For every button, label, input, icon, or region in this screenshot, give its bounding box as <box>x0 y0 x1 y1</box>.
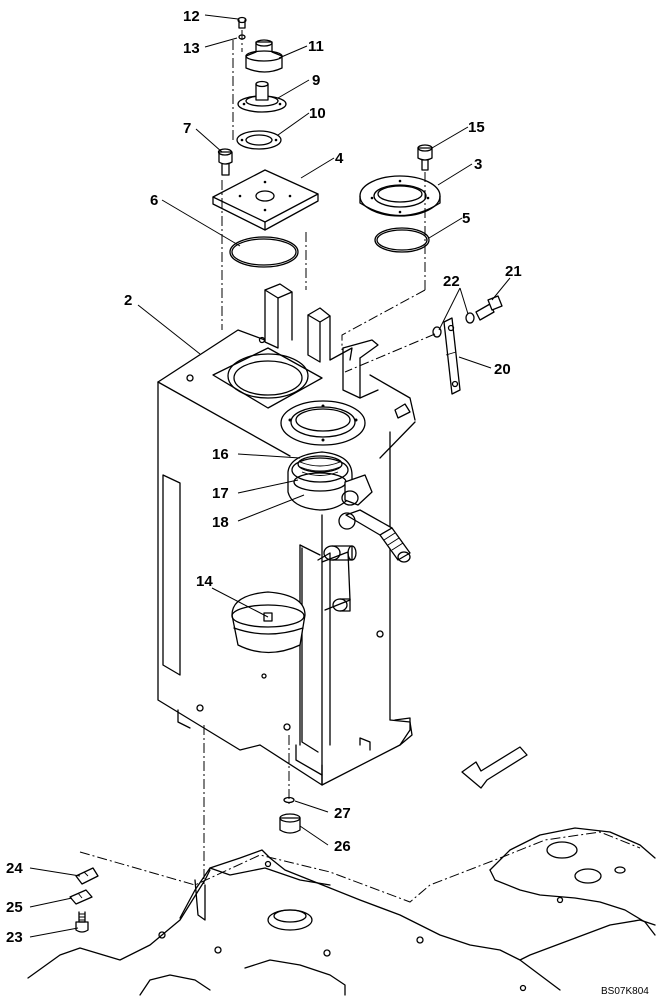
upper-frame-base <box>27 827 656 996</box>
tank-port-fittings <box>321 545 357 612</box>
part-24-shim <box>75 867 99 885</box>
float-strainer <box>231 591 306 654</box>
part-15-bolt <box>417 144 433 171</box>
part-12-bolt <box>237 16 247 29</box>
label-23b: 23 <box>6 929 23 946</box>
label-6b: 6 <box>150 192 158 209</box>
drawing-code: BS07K804 <box>601 986 649 997</box>
leader-lines <box>29 14 511 938</box>
hydraulic-tank-body <box>157 329 416 786</box>
part-27-washer <box>283 796 295 804</box>
part-9-flange-adapter <box>237 80 287 113</box>
part-26-drain-plug <box>279 813 301 834</box>
label-4: 4 <box>335 150 344 167</box>
label-10: 10 <box>309 105 326 122</box>
label-9: 9 <box>312 72 320 89</box>
strainer-assembly <box>287 451 373 511</box>
label-13: 13 <box>183 40 200 57</box>
suction-hose-fitting <box>338 509 411 563</box>
label-27: 27 <box>334 805 351 822</box>
part-21-bolt <box>475 295 503 321</box>
label-25: 25 <box>6 899 23 916</box>
part-labels: 12 13 11 9 10 7 15 4 3 6 5 22 21 2 20 16… <box>6 8 649 997</box>
part-23-bolt <box>75 911 89 933</box>
label-11: 11 <box>308 38 324 55</box>
part-7-bolt <box>217 148 233 176</box>
part-3-flange <box>359 175 441 217</box>
part-20-bracket <box>443 317 461 395</box>
front-direction-arrow <box>461 746 528 789</box>
tank-top-filter-housing <box>212 283 379 409</box>
label-22: 22 <box>443 273 460 290</box>
label-12: 12 <box>183 8 200 25</box>
label-15: 15 <box>468 119 485 136</box>
part-5-o-ring <box>374 227 430 253</box>
label-26: 26 <box>334 838 351 855</box>
part-10-gasket <box>236 130 282 150</box>
label-21: 21 <box>505 263 522 280</box>
label-16: 16 <box>212 446 229 463</box>
label-7: 7 <box>183 120 191 137</box>
tank-return-flange <box>280 400 366 446</box>
label-17: 17 <box>212 485 229 502</box>
part-6-o-ring <box>229 236 299 268</box>
part-22-washers <box>432 312 475 338</box>
part-4-cover-plate <box>212 169 319 231</box>
label-24b: 24 <box>6 860 23 877</box>
label-5b: 5 <box>462 210 470 227</box>
label-18: 18 <box>212 514 229 531</box>
assembly-dash-lines <box>203 30 436 885</box>
label-14: 14 <box>196 573 213 590</box>
label-20: 20 <box>494 361 511 378</box>
part-11-breather-cap <box>245 39 283 73</box>
label-2: 2 <box>124 292 132 309</box>
part-25-shim <box>69 889 93 905</box>
label-3: 3 <box>474 156 482 173</box>
